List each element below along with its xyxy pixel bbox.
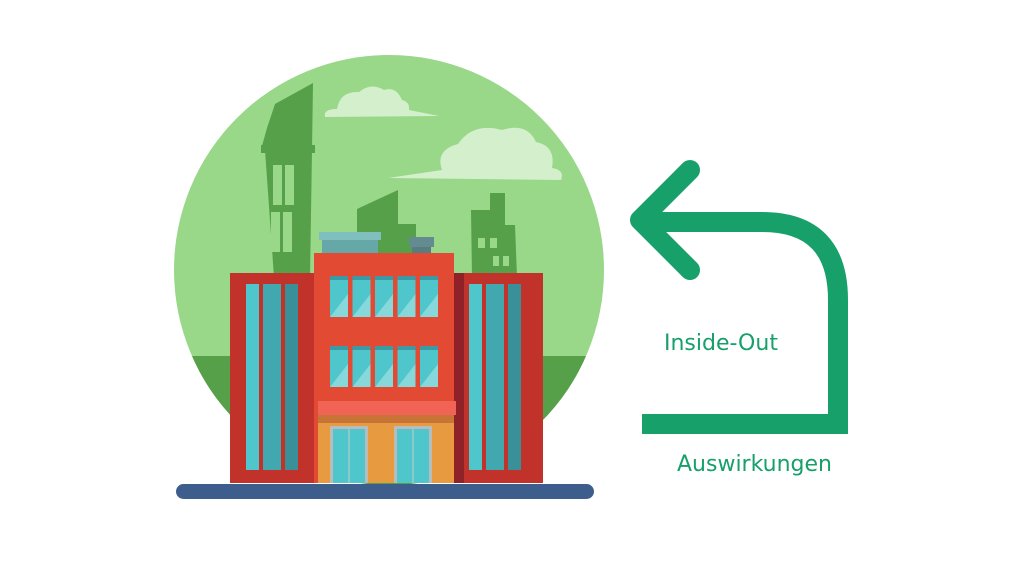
- window-top: [330, 346, 348, 350]
- window-top: [397, 276, 416, 280]
- wing-windows: [246, 284, 521, 470]
- window-top: [420, 346, 438, 350]
- window-top: [375, 346, 393, 350]
- ground-line: [176, 484, 594, 499]
- window-top: [375, 276, 393, 280]
- curved-return-arrow-icon: [630, 160, 848, 434]
- roof-units: [319, 232, 434, 255]
- window-reflection: [420, 364, 438, 387]
- window-reflection: [330, 364, 348, 387]
- window-reflection: [352, 294, 371, 317]
- window-reflection: [397, 294, 416, 317]
- window-top: [330, 276, 348, 280]
- window-reflection: [375, 364, 393, 387]
- front-windows: [330, 276, 438, 387]
- window-reflection: [420, 294, 438, 317]
- window-reflection: [352, 364, 371, 387]
- window-top: [420, 276, 438, 280]
- cloud-icon: [388, 127, 562, 180]
- cloud-icon: [324, 86, 439, 117]
- window-top: [352, 276, 371, 280]
- inside-out-label: Inside-Out: [664, 331, 778, 356]
- window-reflection: [375, 294, 393, 317]
- auswirkungen-label: Auswirkungen: [677, 452, 832, 477]
- window-reflection: [397, 364, 416, 387]
- window-top: [352, 346, 371, 350]
- office-building: [230, 253, 543, 483]
- window-top: [397, 346, 416, 350]
- entrance-doors: [330, 426, 432, 483]
- window-reflection: [330, 294, 348, 317]
